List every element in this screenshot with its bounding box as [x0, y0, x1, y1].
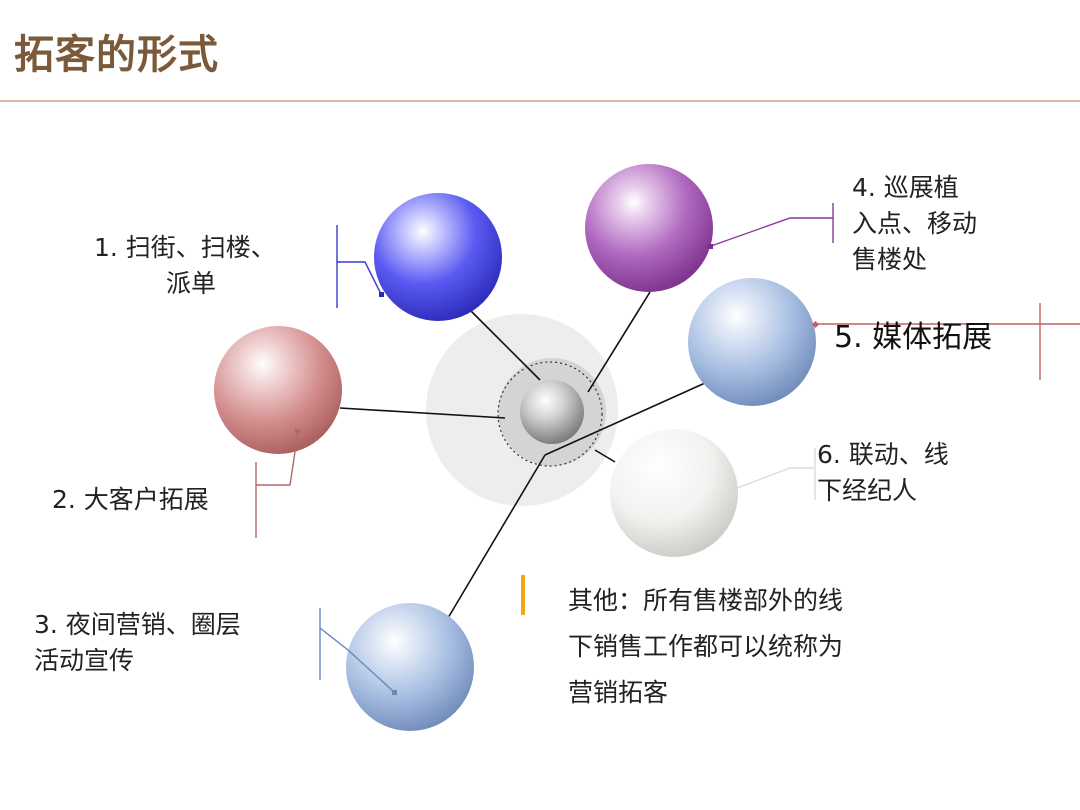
connector-3 [447, 454, 546, 619]
callout-3 [319, 608, 397, 695]
sphere-2-pink [214, 326, 342, 454]
connector-2 [339, 407, 506, 419]
connector-1 [469, 309, 541, 381]
callout-1 [336, 225, 384, 308]
callout-5 [811, 303, 1080, 380]
label-6-line1: 6. 联动、线 [817, 440, 949, 469]
sphere-5-lightblue [688, 278, 816, 406]
note-line-1: 其他：所有售楼部外的线 [568, 586, 844, 615]
label-3-line1: 3. 夜间营销、圈层 [34, 610, 241, 639]
connector-lines [339, 291, 706, 619]
label-6-line2: 下经纪人 [817, 476, 918, 505]
label-4-line2: 入点、移动 [852, 209, 978, 238]
sphere-1-blue [374, 193, 502, 321]
label-1-line2: 派单 [166, 269, 217, 298]
connector-6 [594, 449, 616, 463]
sphere-4-purple [585, 164, 713, 292]
label-5: 5. 媒体拓展 [834, 320, 993, 355]
note-line-3: 营销拓客 [568, 678, 669, 707]
title-divider [0, 100, 1080, 102]
note-text: 其他：所有售楼部外的线 下销售工作都可以统称为 营销拓客 [568, 578, 843, 716]
label-2: 2. 大客户拓展 [52, 485, 209, 514]
connector-4 [587, 291, 651, 393]
callout-6 [736, 448, 816, 500]
label-4-line1: 4. 巡展植 [852, 173, 959, 202]
hub-sphere [520, 380, 584, 444]
hub-dotted-ring [497, 361, 603, 467]
label-1-line1: 1. 扫街、扫楼、 [94, 233, 276, 262]
callout-2 [255, 429, 300, 538]
note-accent-bar [521, 575, 525, 615]
sphere-3-lightblue [346, 603, 474, 731]
connector-5 [544, 382, 706, 456]
page-title: 拓客的形式 [14, 32, 219, 78]
note-line-2: 下销售工作都可以统称为 [568, 632, 844, 661]
label-4-line3: 售楼处 [852, 245, 928, 274]
sphere-6-white [610, 429, 738, 557]
label-3-line2: 活动宣传 [34, 646, 135, 675]
callout-4 [708, 203, 834, 249]
